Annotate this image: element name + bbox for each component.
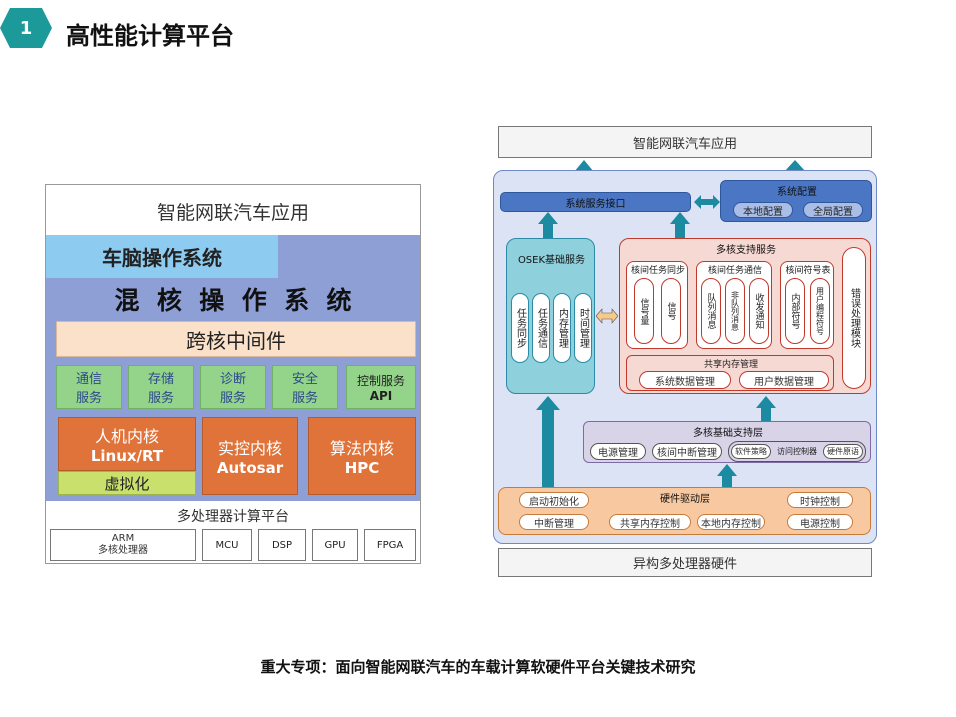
page-title: 高性能计算平台 xyxy=(66,22,234,50)
badge-number: 1 xyxy=(19,17,33,39)
global-config: 全局配置 xyxy=(803,202,863,218)
bidirectional-arrow-osek xyxy=(596,308,618,324)
osek-task-comm: 任务通信 xyxy=(532,293,550,363)
up-arrows-middle xyxy=(538,212,690,240)
sys-config-title: 系统配置 xyxy=(777,186,817,198)
queue-message: 队列消息 xyxy=(701,278,721,344)
shared-mem-control: 共享内存控制 xyxy=(609,514,691,530)
interrupt-mgmt: 中断管理 xyxy=(519,514,589,530)
local-config: 本地配置 xyxy=(733,202,793,218)
non-queue-message: 非队列消息 xyxy=(725,278,745,344)
osek-box: OSEK基础服务 任务同步 任务通信 内存管理 时间管理 xyxy=(506,238,595,394)
hetero-hardware: 异构多处理器硬件 xyxy=(498,548,872,577)
brain-os-box: 车脑操作系统 xyxy=(46,235,278,278)
boot-init: 启动初始化 xyxy=(519,492,589,508)
sys-service-interface: 系统服务接口 xyxy=(500,192,691,212)
symtab-group: 核间符号表 内部符号 用户编程符号 xyxy=(780,261,834,349)
right-app-title: 智能网联汽车应用 xyxy=(498,126,872,158)
semaphore: 信号量 xyxy=(634,278,654,344)
virtualization-layer: 虚拟化 xyxy=(58,471,196,495)
error-module: 错误处理模块 xyxy=(842,247,866,389)
hardware-primitive: 硬件原语 xyxy=(823,444,863,459)
osek-time-mgmt: 时间管理 xyxy=(574,293,592,363)
send-receive-notify: 收发通知 xyxy=(749,278,769,344)
mixed-kernel-os-title: 混 核 操 作 系 统 xyxy=(114,286,352,315)
left-app-title: 智能网联汽车应用 xyxy=(156,201,309,224)
multicore-services-box: 多核支持服务 核间任务同步 信号量 信号 核间任务通信 队列消息 非队列消息 收… xyxy=(619,238,871,394)
comm-title: 核间任务通信 xyxy=(707,265,762,276)
internal-symbol: 内部符号 xyxy=(785,278,805,344)
osek-memory-mgmt: 内存管理 xyxy=(553,293,571,363)
diagnosis-service: 诊断服务 xyxy=(200,365,266,409)
user-data-mgmt: 用户数据管理 xyxy=(739,371,829,389)
bidirectional-arrow-config xyxy=(694,195,720,209)
comm-service: 通信服务 xyxy=(56,365,122,409)
gpu-box: GPU xyxy=(312,529,358,561)
driver-layer: 硬件驱动层 启动初始化 中断管理 共享内存控制 本地内存控制 时钟控制 电源控制 xyxy=(498,487,871,535)
driver-title: 硬件驱动层 xyxy=(660,493,710,505)
fpga-box: FPGA xyxy=(364,529,416,561)
clock-control: 时钟控制 xyxy=(787,492,853,508)
sys-data-mgmt: 系统数据管理 xyxy=(639,371,731,389)
up-arrow-driver xyxy=(717,464,737,487)
user-program-symbol: 用户编程符号 xyxy=(810,278,830,344)
multicore-title: 多核支持服务 xyxy=(716,244,776,256)
power-mgmt: 电源管理 xyxy=(590,443,646,460)
storage-service: 存储服务 xyxy=(128,365,194,409)
power-control: 电源控制 xyxy=(787,514,853,530)
multi-processor-platform: 多处理器计算平台 xyxy=(177,509,289,525)
mcu-box: MCU xyxy=(202,529,252,561)
section-badge: 1 xyxy=(0,8,52,48)
symtab-title: 核间符号表 xyxy=(785,265,831,276)
comm-group: 核间任务通信 队列消息 非队列消息 收发通知 xyxy=(696,261,772,349)
base-support-layer: 多核基础支持层 电源管理 核间中断管理 软件策略 访问控制器 硬件原语 xyxy=(583,421,871,463)
shared-mem-box: 共享内存管理 系统数据管理 用户数据管理 xyxy=(626,355,834,391)
osek-title: OSEK基础服务 xyxy=(517,254,586,266)
up-arrows-lower xyxy=(536,396,776,490)
osek-task-sync: 任务同步 xyxy=(511,293,529,363)
base-layer-title: 多核基础支持层 xyxy=(693,427,763,439)
cross-core-middleware: 跨核中间件 xyxy=(56,321,416,357)
sync-primitive-group: 软件策略 访问控制器 硬件原语 xyxy=(728,441,866,462)
shared-mem-title: 共享内存管理 xyxy=(703,359,758,370)
inter-core-interrupt-mgmt: 核间中断管理 xyxy=(652,443,722,460)
hexagon-badge-icon xyxy=(0,8,52,48)
local-mem-control: 本地内存控制 xyxy=(697,514,765,530)
software-strategy: 软件策略 xyxy=(731,444,771,459)
access-controller: 访问控制器 xyxy=(777,447,817,456)
security-service: 安全服务 xyxy=(272,365,338,409)
signal: 信号 xyxy=(661,278,681,344)
sys-config-box: 系统配置 本地配置 全局配置 xyxy=(720,180,872,222)
sync-title: 核间任务同步 xyxy=(630,265,685,276)
dsp-box: DSP xyxy=(258,529,306,561)
footer-caption: 重大专项：面向智能网联汽车的车载计算软硬件平台关键技术研究 xyxy=(260,657,696,676)
left-diagram: 智能网联汽车应用 车脑操作系统 混 核 操 作 系 统 跨核中间件 通信服务 存… xyxy=(45,184,421,564)
sync-group: 核间任务同步 信号量 信号 xyxy=(626,261,688,349)
